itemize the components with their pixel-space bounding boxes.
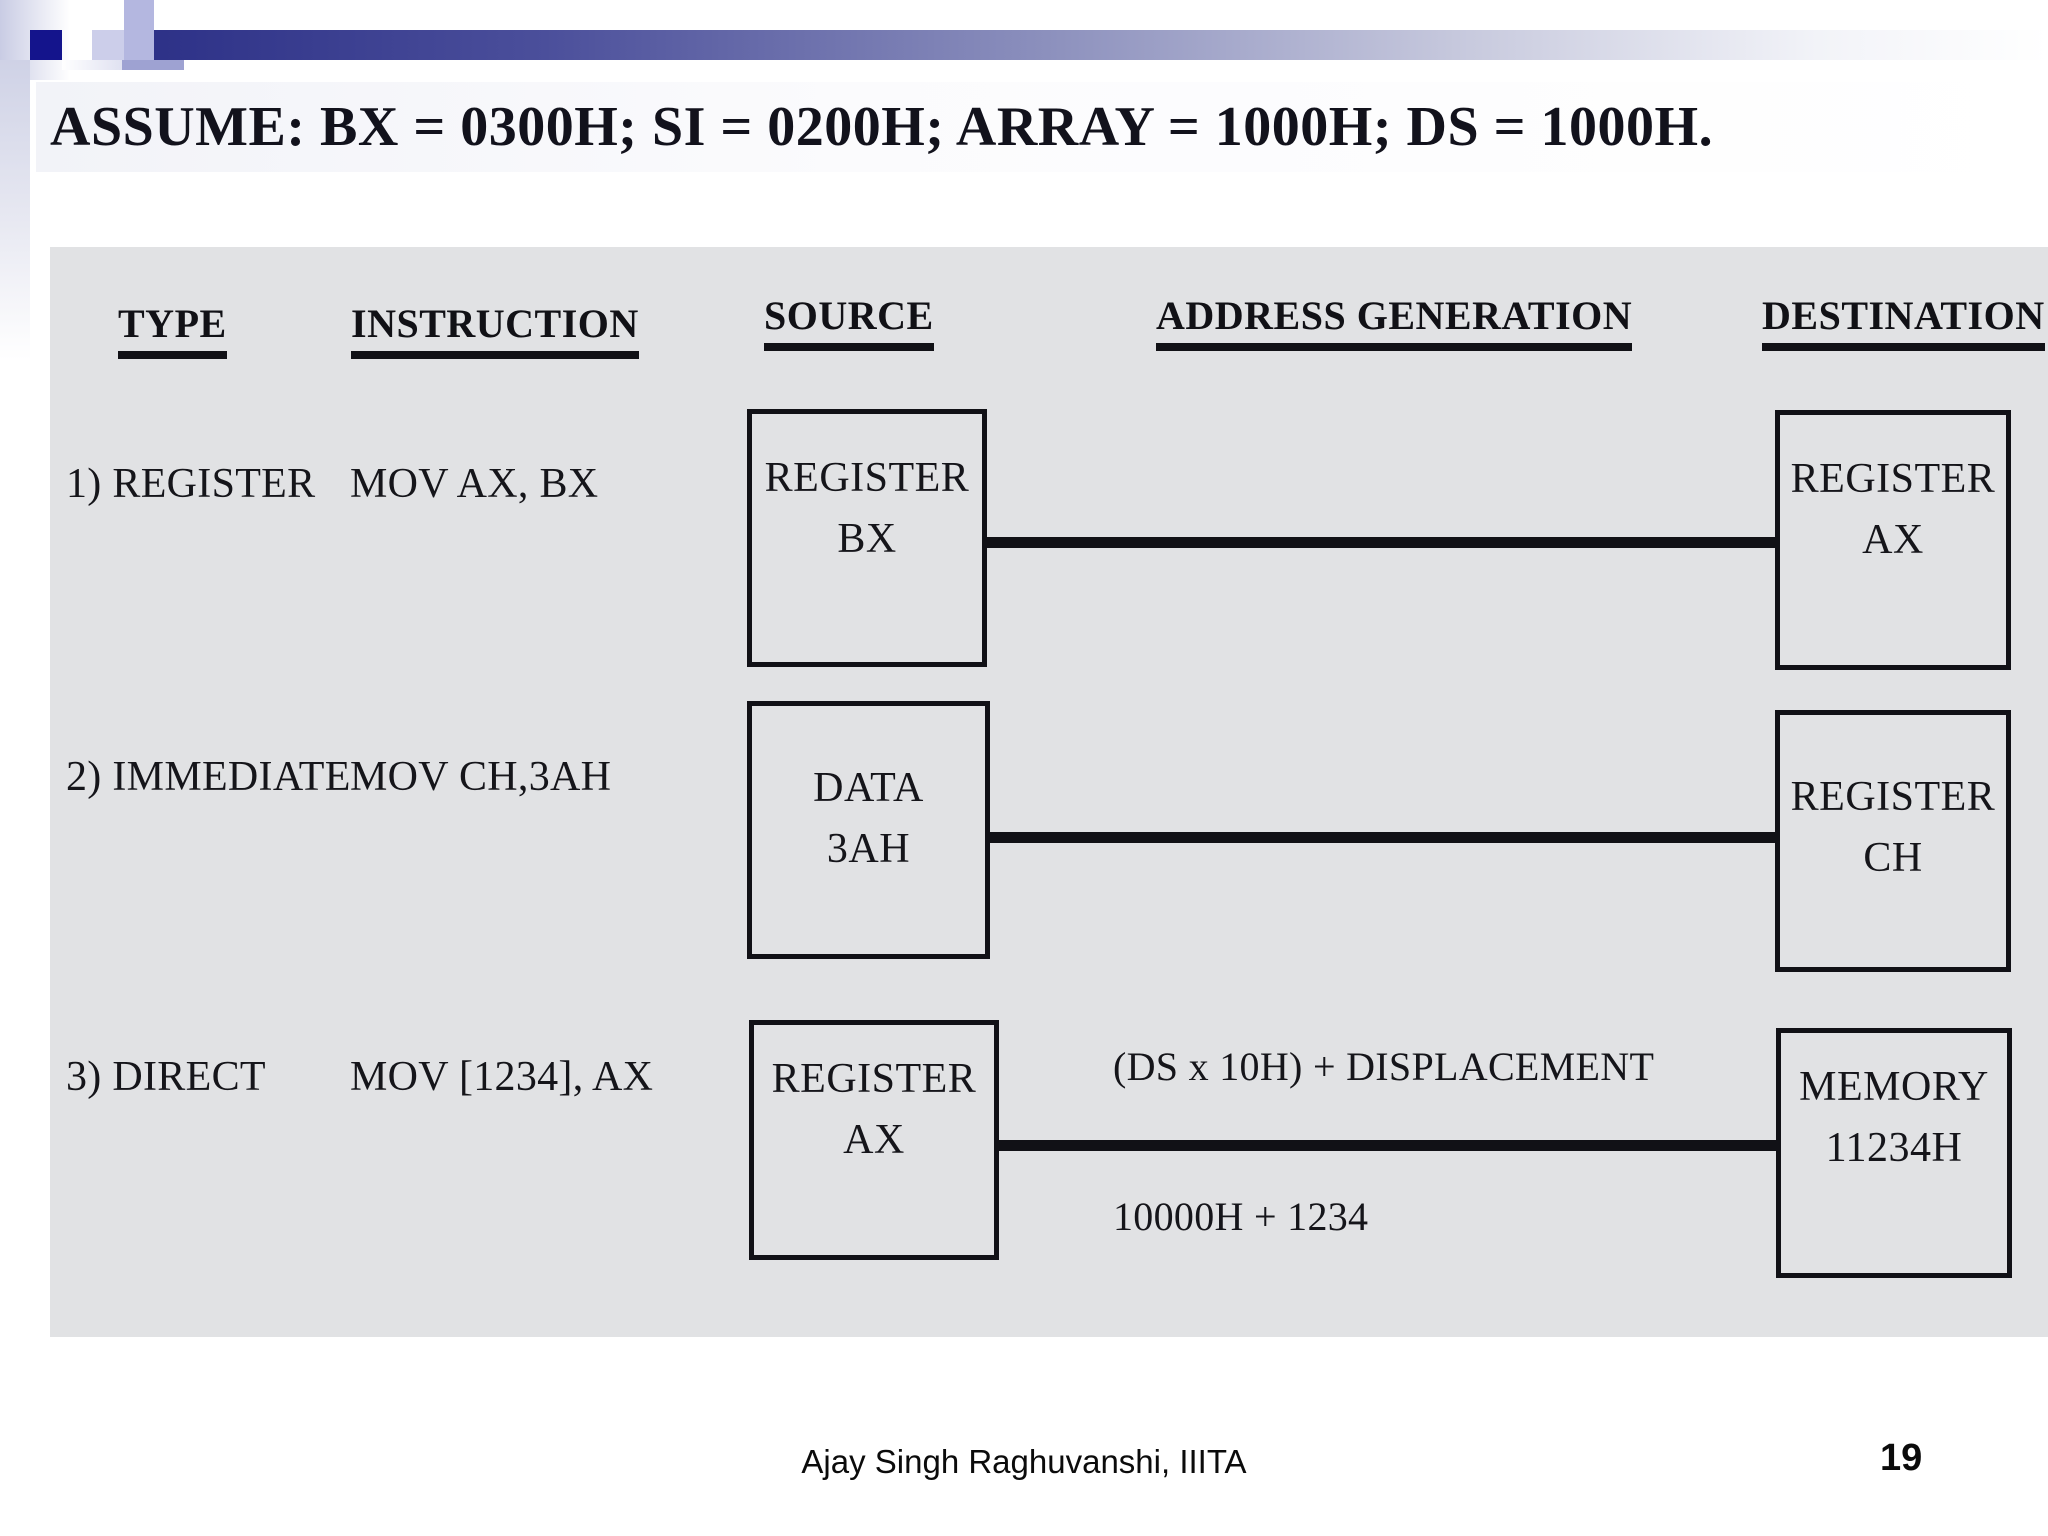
addressing-modes-panel (50, 247, 2048, 1337)
destination-box-2: REGISTER CH (1775, 710, 2011, 972)
header-square-white (92, 0, 124, 30)
left-edge-fade (0, 60, 30, 360)
source-box-3: REGISTER AX (749, 1020, 999, 1260)
column-header-type: TYPE (118, 300, 227, 359)
header-underline-solid (122, 60, 184, 70)
assume-title: ASSUME: BX = 0300H; SI = 0200H; ARRAY = … (50, 96, 1714, 158)
connector-line-1 (985, 537, 1777, 548)
row-instruction-1: MOV AX, BX (350, 461, 599, 507)
row-type-2: 2) IMMEDIATE (66, 754, 351, 800)
header-square-navy (30, 30, 62, 60)
destination-box-1-line2: AX (1862, 516, 1924, 563)
row-type-1: 1) REGISTER (66, 461, 316, 507)
title-band (36, 82, 2048, 172)
source-box-2: DATA 3AH (747, 701, 990, 959)
destination-box-3-line2: 11234H (1825, 1124, 1963, 1171)
destination-box-3: MEMORY 11234H (1776, 1028, 2012, 1278)
header-square-lavender-tall (122, 0, 154, 60)
header-gradient-bar (122, 30, 2048, 60)
header-square-lavender (92, 30, 124, 60)
destination-box-1: REGISTER AX (1775, 410, 2011, 670)
destination-box-2-line1: REGISTER (1790, 774, 1996, 820)
column-header-destination: DESTINATION (1762, 292, 2045, 351)
footer-author: Ajay Singh Raghuvanshi, IIITA (801, 1443, 1247, 1480)
row-instruction-3: MOV [1234], AX (350, 1054, 654, 1100)
source-box-1-line1: REGISTER (764, 455, 970, 501)
source-box-3-line1: REGISTER (771, 1056, 977, 1102)
destination-box-1-line1: REGISTER (1790, 456, 1996, 502)
address-generation-formula-3: (DS x 10H) + DISPLACEMENT (1113, 1044, 1655, 1089)
row-type-3: 3) DIRECT (66, 1054, 266, 1100)
destination-box-3-line1: MEMORY (1799, 1064, 1989, 1110)
connector-line-2 (988, 832, 1777, 843)
source-box-2-line2: 3AH (826, 825, 911, 872)
row-instruction-2: MOV CH,3AH (350, 754, 612, 800)
source-box-3-line2: AX (843, 1116, 905, 1163)
destination-box-2-line2: CH (1863, 834, 1923, 881)
column-header-source: SOURCE (764, 292, 934, 351)
slide-header-decoration (0, 0, 2048, 80)
address-generation-computation-3: 10000H + 1234 (1113, 1194, 1369, 1239)
connector-line-3 (997, 1140, 1777, 1151)
source-box-1-line2: BX (837, 515, 897, 562)
source-box-1: REGISTER BX (747, 409, 987, 667)
column-header-instruction: INSTRUCTION (351, 300, 639, 359)
column-header-address-generation: ADDRESS GENERATION (1156, 292, 1633, 351)
footer-page-number: 19 (1880, 1437, 1923, 1479)
source-box-2-line1: DATA (813, 765, 924, 811)
